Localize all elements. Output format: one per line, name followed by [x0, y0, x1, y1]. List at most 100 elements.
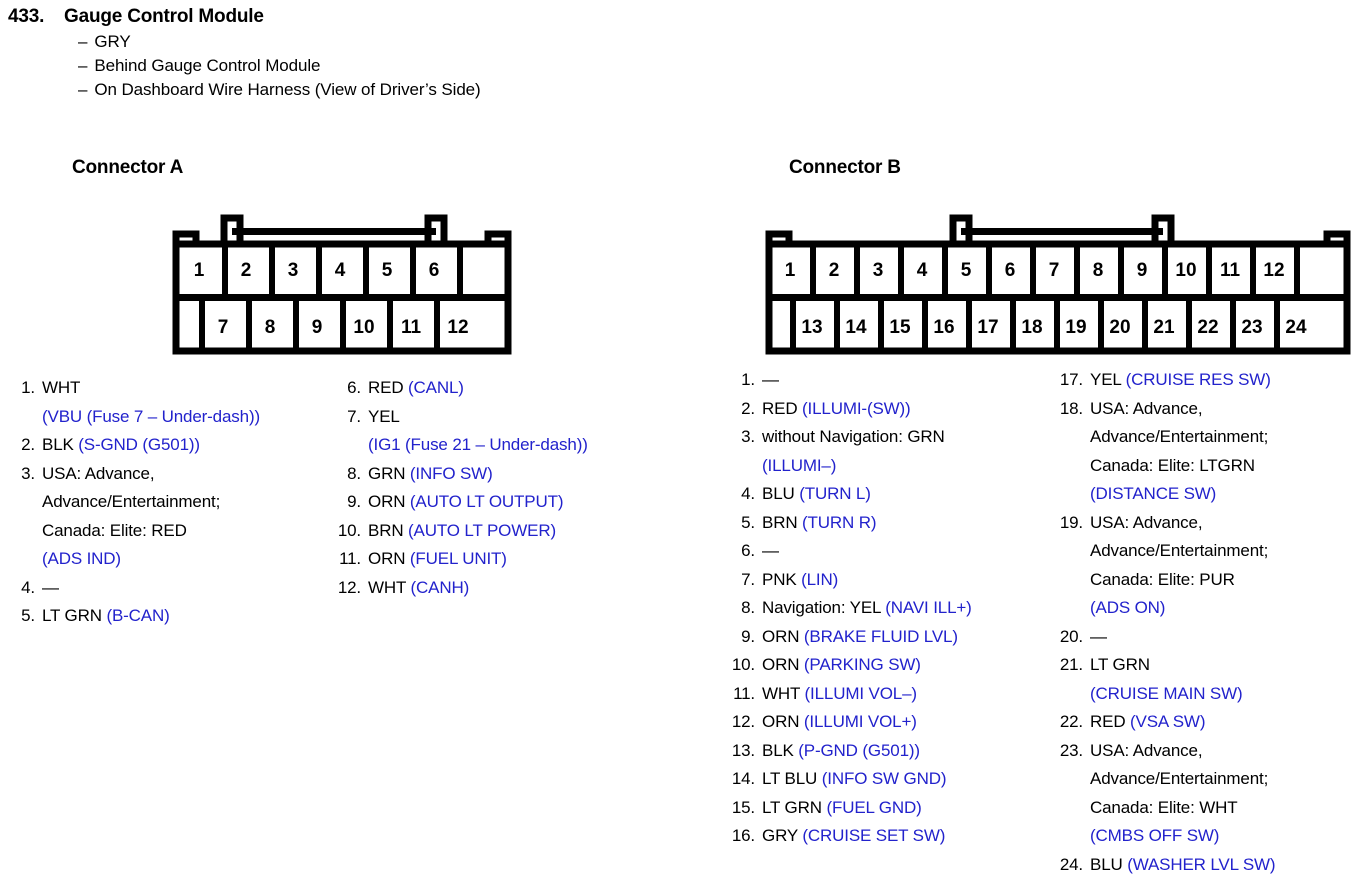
wire-color-text: ORN: [762, 627, 804, 646]
wire-color-text: YEL: [368, 407, 400, 426]
pin-description: —: [42, 574, 334, 603]
wire-color-text: LT GRN: [1090, 655, 1150, 674]
pin-description: RED (ILLUMI-(SW)): [762, 395, 1048, 424]
pin-number: 11.: [334, 545, 368, 574]
pin-description: LT GRN (B-CAN): [42, 602, 334, 631]
wire-color-text: —: [42, 578, 59, 597]
pin-line: Advance/Entertainment;: [1090, 537, 1356, 566]
document-header: 433. Gauge Control Module –GRY –Behind G…: [8, 6, 481, 100]
wire-color-text: USA: Advance,: [1090, 741, 1202, 760]
pin-entry: 7.YEL(IG1 (Fuse 21 – Under-dash)): [334, 403, 664, 460]
pin-entry: 8.GRN (INFO SW): [334, 460, 664, 489]
wire-color-text: BLK: [762, 741, 798, 760]
signal-name-text: (NAVI ILL+): [885, 598, 971, 617]
pin-line: —: [1090, 623, 1356, 652]
pin-number: 13.: [728, 737, 762, 766]
pin-line: Canada: Elite: PUR: [1090, 566, 1356, 595]
signal-name-text: (FUEL UNIT): [410, 549, 507, 568]
signal-name-text: (AUTO LT POWER): [408, 521, 556, 540]
signal-name-text: (INFO SW): [410, 464, 493, 483]
signal-name-text: (LIN): [801, 570, 838, 589]
wire-color-text: YEL: [1090, 370, 1126, 389]
connector-a-pinlist-left: 1.WHT(VBU (Fuse 7 – Under-dash))2.BLK (S…: [16, 374, 334, 631]
wire-color-text: RED: [762, 399, 802, 418]
pin-line: Canada: Elite: RED: [42, 517, 334, 546]
pin-line: YEL: [368, 403, 664, 432]
pin-entry: 16.GRY (CRUISE SET SW): [728, 822, 1048, 851]
wire-color-text: BLU: [762, 484, 799, 503]
pin-line: BRN (AUTO LT POWER): [368, 517, 664, 546]
pin-number: 4.: [728, 480, 762, 509]
signal-name-text: (S-GND (G501)): [78, 435, 200, 454]
pin-entry: 12.ORN (ILLUMI VOL+): [728, 708, 1048, 737]
pin-line: USA: Advance,: [1090, 509, 1356, 538]
pin-description: RED (VSA SW): [1090, 708, 1356, 737]
pin-cell-2: 2: [241, 260, 252, 281]
pin-line: Advance/Entertainment;: [1090, 765, 1356, 794]
connector-a-svg: 1 2 3 4 5 6 7 8 9 10 11 12: [172, 210, 512, 355]
pin-line: Navigation: YEL (NAVI ILL+): [762, 594, 1048, 623]
wire-color-text: Navigation: YEL: [762, 598, 885, 617]
pin-number: 7.: [334, 403, 368, 432]
wire-color-text: Advance/Entertainment;: [1090, 541, 1268, 560]
pin-cell-13: 13: [801, 317, 822, 338]
pin-description: USA: Advance, Advance/Entertainment; Canad…: [1090, 509, 1356, 623]
pin-number: 7.: [728, 566, 762, 595]
pin-number: 2.: [16, 431, 42, 460]
pin-description: LT GRN (FUEL GND): [762, 794, 1048, 823]
pin-entry: 8.Navigation: YEL (NAVI ILL+): [728, 594, 1048, 623]
wire-color-text: RED: [1090, 712, 1130, 731]
pin-description: —: [1090, 623, 1356, 652]
header-bullet-1: –Behind Gauge Control Module: [78, 56, 481, 76]
pin-entry: 4.BLU (TURN L): [728, 480, 1048, 509]
pin-description: USA: Advance,Advance/Entertainment;Canad…: [1090, 737, 1356, 851]
pin-entry: 7.PNK (LIN): [728, 566, 1048, 595]
wire-color-text: GRY: [762, 826, 802, 845]
signal-name-text: (B-CAN): [106, 606, 169, 625]
wire-color-text: RED: [368, 378, 408, 397]
bullet-text: GRY: [94, 32, 130, 51]
pin-line: ORN (AUTO LT OUTPUT): [368, 488, 664, 517]
pin-number: 12.: [728, 708, 762, 737]
pin-cell-1: 1: [785, 260, 796, 281]
wire-color-text: —: [1090, 627, 1107, 646]
pin-line: BLU (TURN L): [762, 480, 1048, 509]
pin-cell-14: 14: [845, 317, 867, 338]
pin-line: LT BLU (INFO SW GND): [762, 765, 1048, 794]
signal-name-text: (VBU (Fuse 7 – Under-dash)): [42, 407, 260, 426]
pin-number: 19.: [1056, 509, 1090, 538]
pin-cell-17: 17: [977, 317, 998, 338]
pin-entry: 9.ORN (BRAKE FLUID LVL): [728, 623, 1048, 652]
pin-entry: 5.LT GRN (B-CAN): [16, 602, 334, 631]
pin-number: 10.: [334, 517, 368, 546]
pin-entry: 13.BLK (P-GND (G501)): [728, 737, 1048, 766]
bullet-text: Behind Gauge Control Module: [94, 56, 320, 75]
wire-color-text: LT GRN: [42, 606, 106, 625]
pin-line: WHT (ILLUMI VOL–): [762, 680, 1048, 709]
pin-entry: 22.RED (VSA SW): [1056, 708, 1356, 737]
pin-cell-12: 12: [447, 317, 468, 338]
pin-description: BLK (S-GND (G501)): [42, 431, 334, 460]
pin-cell-1: 1: [194, 260, 205, 281]
pin-entry: 6.—: [728, 537, 1048, 566]
pin-number: 4.: [16, 574, 42, 603]
wire-color-text: —: [762, 541, 779, 560]
pin-entry: 12.WHT (CANH): [334, 574, 664, 603]
pin-cell-15: 15: [889, 317, 911, 338]
pin-description: BLU (TURN L): [762, 480, 1048, 509]
pin-line: Canada: Elite: LTGRN: [1090, 452, 1356, 481]
pin-description: LT GRN(CRUISE MAIN SW): [1090, 651, 1356, 708]
wire-color-text: USA: Advance,: [1090, 399, 1202, 418]
pin-line: —: [762, 366, 1048, 395]
wire-color-text: ORN: [368, 549, 410, 568]
pin-line: ORN (BRAKE FLUID LVL): [762, 623, 1048, 652]
connector-a-heading: Connector A: [72, 157, 183, 179]
bullet-text: On Dashboard Wire Harness (View of Drive…: [94, 80, 480, 99]
pin-number: 6.: [728, 537, 762, 566]
wire-color-text: BRN: [368, 521, 408, 540]
pin-line: —: [762, 537, 1048, 566]
pin-line: BRN (TURN R): [762, 509, 1048, 538]
pin-line: without Navigation: GRN: [762, 423, 1048, 452]
pin-number: 2.: [728, 395, 762, 424]
pin-entry: 6.RED (CANL): [334, 374, 664, 403]
